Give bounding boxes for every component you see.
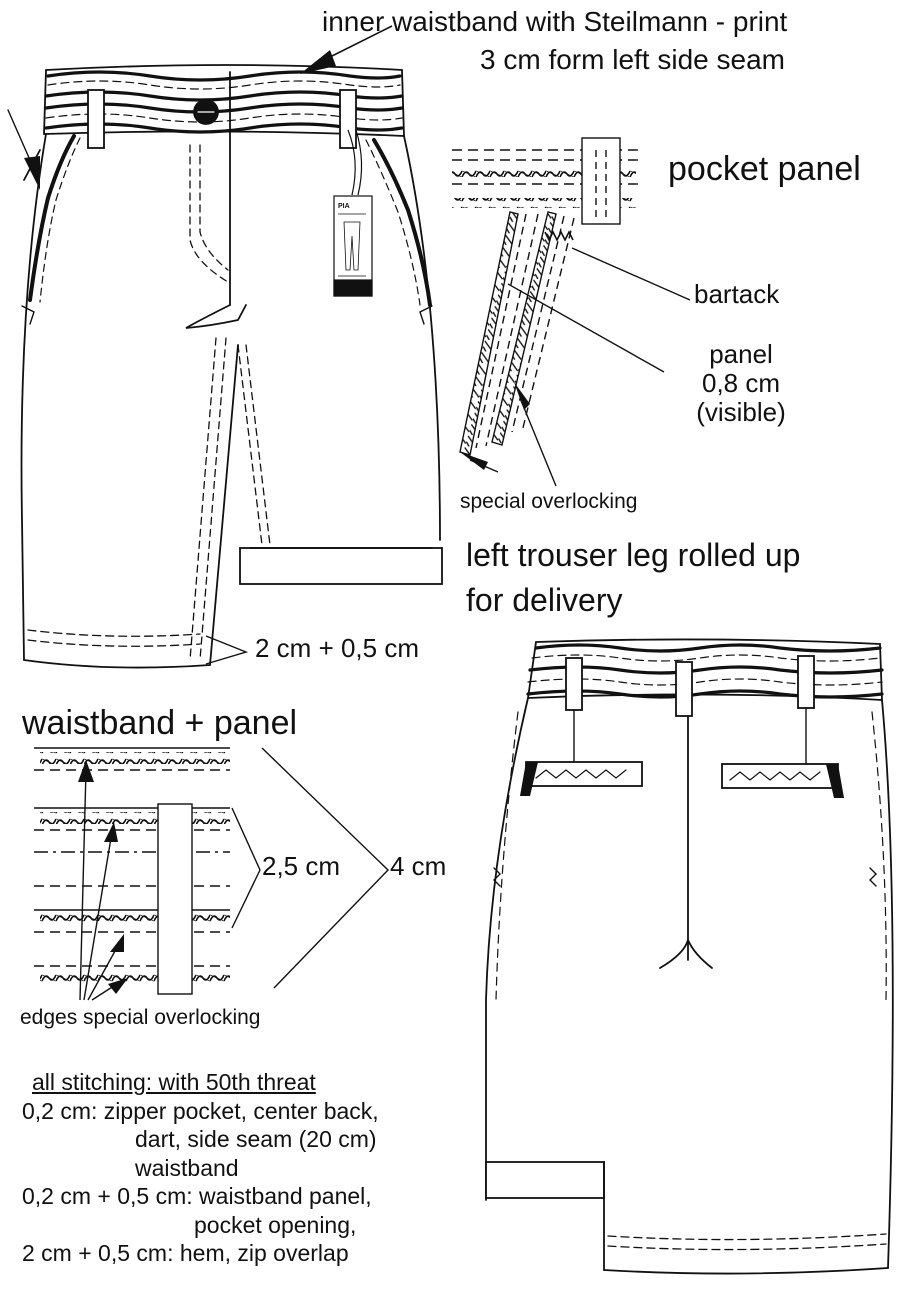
rolled-up-label-line2: for delivery	[466, 582, 623, 618]
stitching-note-line: 2 cm + 0,5 cm: hem, zip overlap	[22, 1240, 349, 1267]
stitching-notes: all stitching: with 50th threat 0,2 cm: …	[22, 1068, 379, 1268]
waistband-panel-title: waistband + panel	[22, 704, 298, 742]
belt-loop	[797, 655, 815, 709]
panel-label-line1: panel	[709, 339, 773, 369]
edges-overlocking-label: edges special overlocking	[20, 1006, 261, 1029]
back-view-shorts	[485, 638, 894, 1275]
stitching-note-line: waistband	[135, 1154, 239, 1181]
inner-waistband-label-line1: inner waistband with Steilmann - print	[322, 6, 788, 37]
rolled-cuff	[239, 547, 443, 585]
panel-label-line2: 0,8 cm	[701, 368, 781, 399]
waistband-panel-detail	[34, 747, 389, 1001]
stitching-note-line: dart, side seam (20 cm)	[135, 1126, 377, 1153]
measure-2-5-cm: 2,5 cm	[262, 851, 341, 881]
rolled-up-label-line1: left trouser leg rolled up	[466, 537, 801, 573]
front-view-shorts	[7, 64, 443, 669]
rolled-cuff	[485, 1161, 605, 1199]
panel-label-line3: (visible)	[696, 397, 786, 428]
hem-measure-label: 2 cm + 0,5 cm	[255, 633, 419, 663]
belt-loop	[675, 661, 693, 717]
belt-loop	[565, 657, 583, 711]
hem-measure-pointer	[205, 635, 249, 665]
measure-4-cm: 4 cm	[390, 851, 447, 881]
pocket-panel-label: pocket panel	[668, 150, 861, 188]
panel-label: panel 0,8 cm (visible)	[676, 339, 806, 428]
hangtag	[333, 129, 373, 297]
stitching-note-line: 0,2 cm: zipper pocket, center back,	[22, 1097, 379, 1124]
pocket-panel-detail	[452, 137, 691, 487]
special-overlocking-label: special overlocking	[460, 490, 638, 513]
bartack-label: bartack	[694, 279, 780, 309]
stitching-note-line: 0,2 cm + 0,5 cm: waistband panel,	[22, 1183, 372, 1210]
stitching-note-line: pocket opening,	[194, 1211, 357, 1238]
belt-loop	[87, 89, 105, 149]
inner-waistband-label-line2: 3 cm form left side seam	[480, 44, 785, 75]
belt-loop	[339, 89, 357, 149]
stitching-notes-heading: all stitching: with 50th threat	[32, 1069, 316, 1095]
waistband-pointer-arrow	[300, 25, 393, 74]
hangtag-brand: PIA	[338, 203, 350, 210]
